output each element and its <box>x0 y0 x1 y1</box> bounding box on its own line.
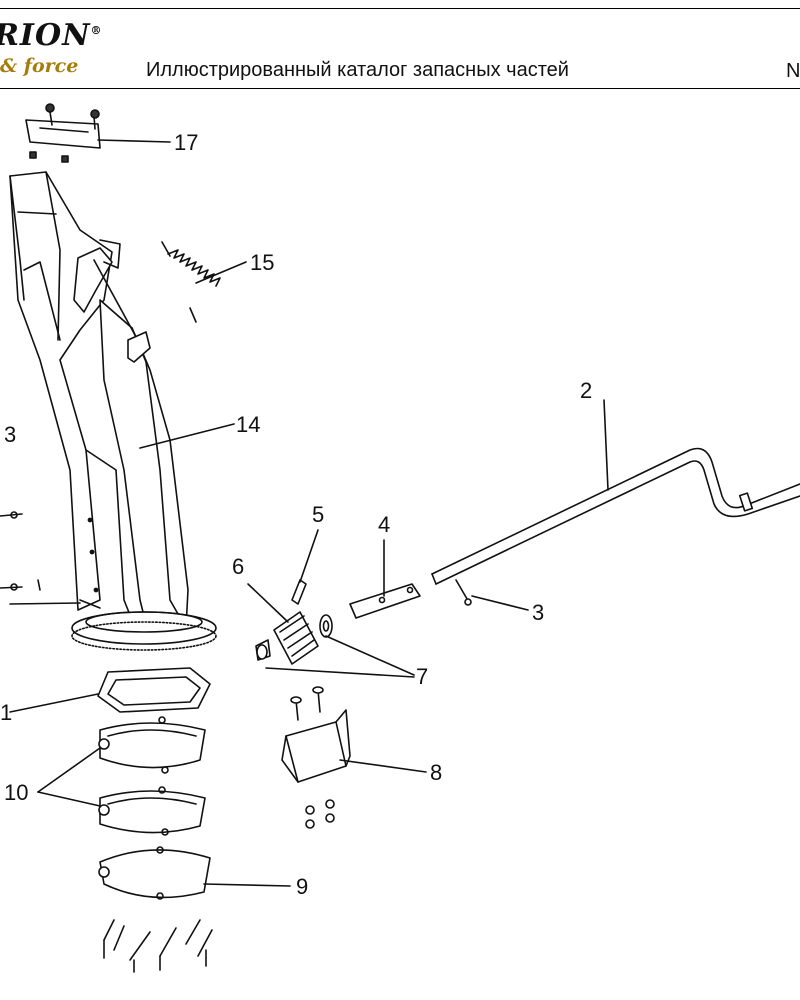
callout-17: 17 <box>174 130 198 155</box>
callout-7: 7 <box>416 664 428 689</box>
callout-13: 3 <box>4 422 16 447</box>
part-15-spring <box>161 241 247 323</box>
callout-4: 4 <box>378 512 390 537</box>
callout-1: 1 <box>0 700 12 725</box>
page-title: Иллюстрированный каталог запасных частей <box>146 59 569 81</box>
part-5-key-pin <box>291 529 319 605</box>
brand-tagline: & force <box>0 55 79 77</box>
callout-5: 5 <box>312 502 324 527</box>
part-14-discharge-chute <box>0 171 189 641</box>
callout-6: 6 <box>232 554 244 579</box>
chute-base-gear-ring <box>9 599 217 651</box>
callout-3: 3 <box>532 600 544 625</box>
part-9-retainer-clamp <box>98 846 291 900</box>
brand-logo: RION® <box>0 18 103 53</box>
mounting-bolts-set <box>103 919 213 973</box>
part-17-bracket-plate <box>25 103 101 163</box>
part-7-washers <box>256 614 415 678</box>
part-10-clamp-upper <box>98 716 206 774</box>
callout-9: 9 <box>296 874 308 899</box>
part-2-control-rod <box>431 399 800 585</box>
header-model-code: N <box>786 60 800 82</box>
callout-2: 2 <box>580 378 592 403</box>
part-10-clamp-lower <box>98 786 206 836</box>
header-bottom-rule <box>0 88 800 89</box>
part-4-shaft-coupler <box>349 539 421 619</box>
callout-14: 14 <box>236 412 260 437</box>
part-8-bracket <box>281 686 427 829</box>
exploded-parts-diagram: 17 15 14 3 2 5 4 6 3 7 1 8 10 9 <box>0 103 800 973</box>
callout-8: 8 <box>430 760 442 785</box>
part-1-gasket-ring <box>9 667 211 713</box>
part-3-pin <box>455 579 529 611</box>
header-top-rule <box>0 8 800 9</box>
callout-15: 15 <box>250 250 274 275</box>
callout-10: 10 <box>4 780 28 805</box>
